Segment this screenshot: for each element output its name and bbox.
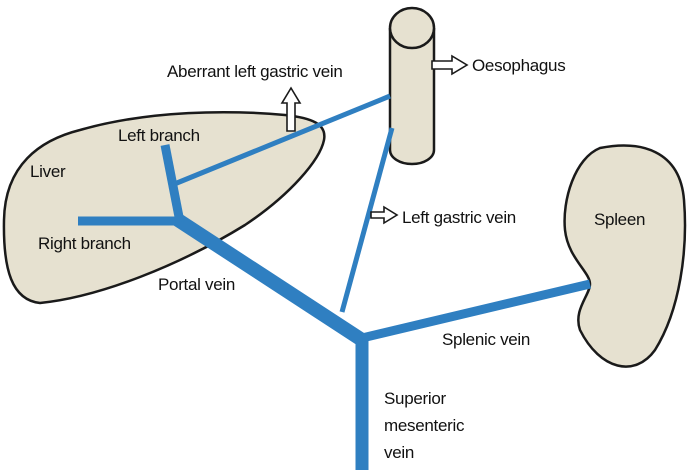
splenic-vein (360, 279, 592, 343)
labels: Aberrant left gastric vein Oesophagus Le… (30, 56, 645, 462)
arrows (280, 54, 469, 225)
label-splenic-vein: Splenic vein (442, 330, 530, 349)
portal-vein (171, 212, 366, 346)
aberrant-left-gastric-arrow-up (280, 86, 302, 132)
label-superior-mesenteric-vein-line1: Superior (384, 389, 446, 408)
spleen-shape (563, 144, 687, 368)
label-superior-mesenteric-vein-line3: vein (384, 443, 414, 462)
label-spleen: Spleen (594, 210, 645, 229)
label-superior-mesenteric-vein-line2: mesenteric (384, 416, 465, 435)
left-gastric-arrow-right (370, 205, 399, 225)
label-liver: Liver (30, 162, 66, 181)
veins (78, 93, 592, 470)
label-aberrant-left-gastric-vein: Aberrant left gastric vein (167, 62, 343, 81)
label-left-branch: Left branch (118, 126, 200, 145)
label-oesophagus: Oesophagus (472, 56, 565, 75)
left-gastric-vein (339, 127, 395, 313)
oesophagus-tube (388, 6, 436, 166)
label-left-gastric-vein: Left gastric vein (402, 208, 516, 227)
label-portal-vein: Portal vein (158, 275, 235, 294)
oesophagus-arrow-right (431, 54, 469, 76)
label-right-branch: Right branch (38, 234, 131, 253)
aberrant-left-gastric-vein (171, 93, 391, 188)
liver-shape (2, 110, 326, 305)
